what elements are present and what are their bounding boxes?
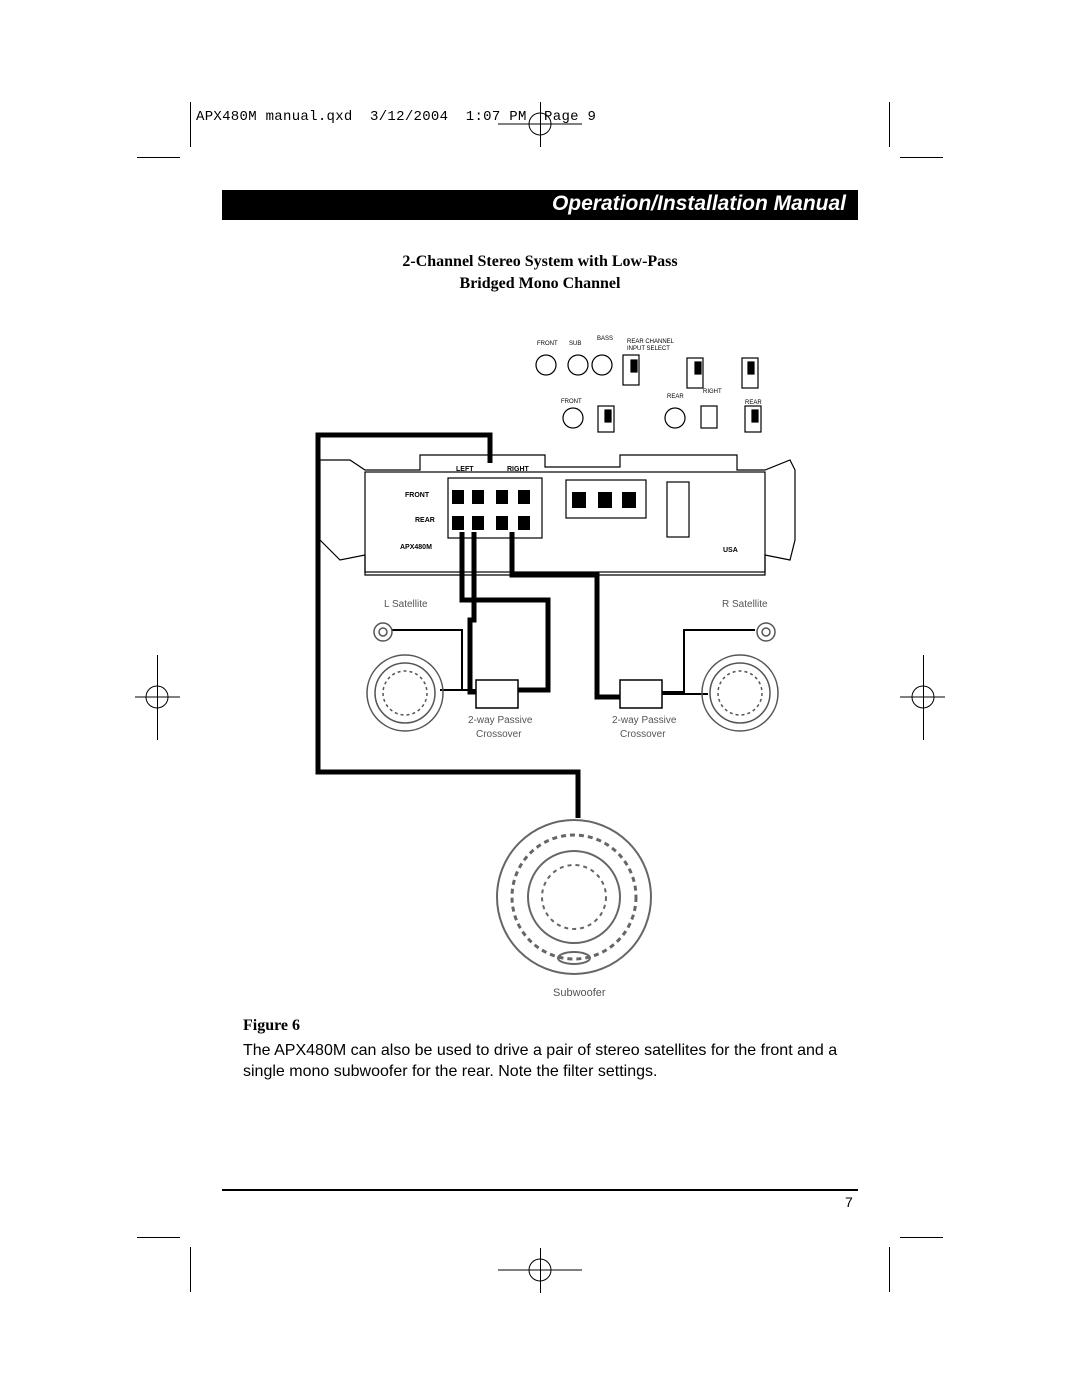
- svg-text:INPUT SELECT: INPUT SELECT: [627, 346, 670, 352]
- banner-title: Operation/Installation Manual: [551, 192, 846, 215]
- amp-control-panel: [535, 354, 762, 433]
- subwoofer-label: Subwoofer: [553, 987, 606, 999]
- manual-banner: Operation/Installation Manual: [222, 190, 858, 220]
- page-number: 7: [845, 1194, 853, 1210]
- section-title-line-2: Bridged Mono Channel: [459, 275, 621, 292]
- svg-text:RIGHT: RIGHT: [703, 389, 722, 395]
- left-satellite-label: L Satellite: [384, 599, 428, 610]
- amp-model-label: APX480M: [400, 544, 432, 551]
- amp-terminals: [452, 490, 636, 530]
- print-slug: APX480M manual.qxd 3/12/2004 1:07 PM Pag…: [196, 109, 597, 125]
- right-crossover-label-1: 2-way Passive: [612, 715, 677, 726]
- section-title-line-1: 2-Channel Stereo System with Low-Pass: [402, 253, 678, 270]
- left-satellite: [366, 622, 444, 732]
- satellite-wires: [392, 629, 755, 695]
- body-paragraph: The APX480M can also be used to drive a …: [243, 1042, 838, 1080]
- control-panel-labels: FRONT SUB BASS REAR CHANNEL INPUT SELECT…: [537, 336, 762, 406]
- subwoofer: [496, 819, 652, 975]
- svg-text:REAR CHANNEL: REAR CHANNEL: [627, 339, 675, 345]
- amplifier: [319, 454, 796, 576]
- right-satellite: [701, 622, 779, 732]
- left-crossover: [475, 679, 519, 709]
- svg-text:SUB: SUB: [569, 341, 581, 347]
- amp-front-label: FRONT: [405, 492, 430, 499]
- figure-label: Figure 6: [243, 1017, 301, 1034]
- right-satellite-label: R Satellite: [722, 599, 768, 610]
- right-crossover-label-2: Crossover: [620, 729, 666, 740]
- left-crossover-label-1: 2-way Passive: [468, 715, 533, 726]
- svg-text:BASS: BASS: [597, 336, 613, 342]
- svg-text:FRONT: FRONT: [537, 341, 558, 347]
- right-crossover: [619, 679, 663, 709]
- footer-rule: [222, 1189, 858, 1191]
- svg-text:REAR: REAR: [667, 394, 684, 400]
- speaker-wires: [315, 432, 620, 818]
- amp-rear-label: REAR: [415, 517, 435, 524]
- amp-left-label: LEFT: [456, 466, 474, 473]
- amp-usa-label: USA: [723, 547, 738, 554]
- amp-right-label: RIGHT: [507, 466, 530, 473]
- svg-text:FRONT: FRONT: [561, 399, 582, 405]
- svg-text:REAR: REAR: [745, 400, 762, 406]
- left-crossover-label-2: Crossover: [476, 729, 522, 740]
